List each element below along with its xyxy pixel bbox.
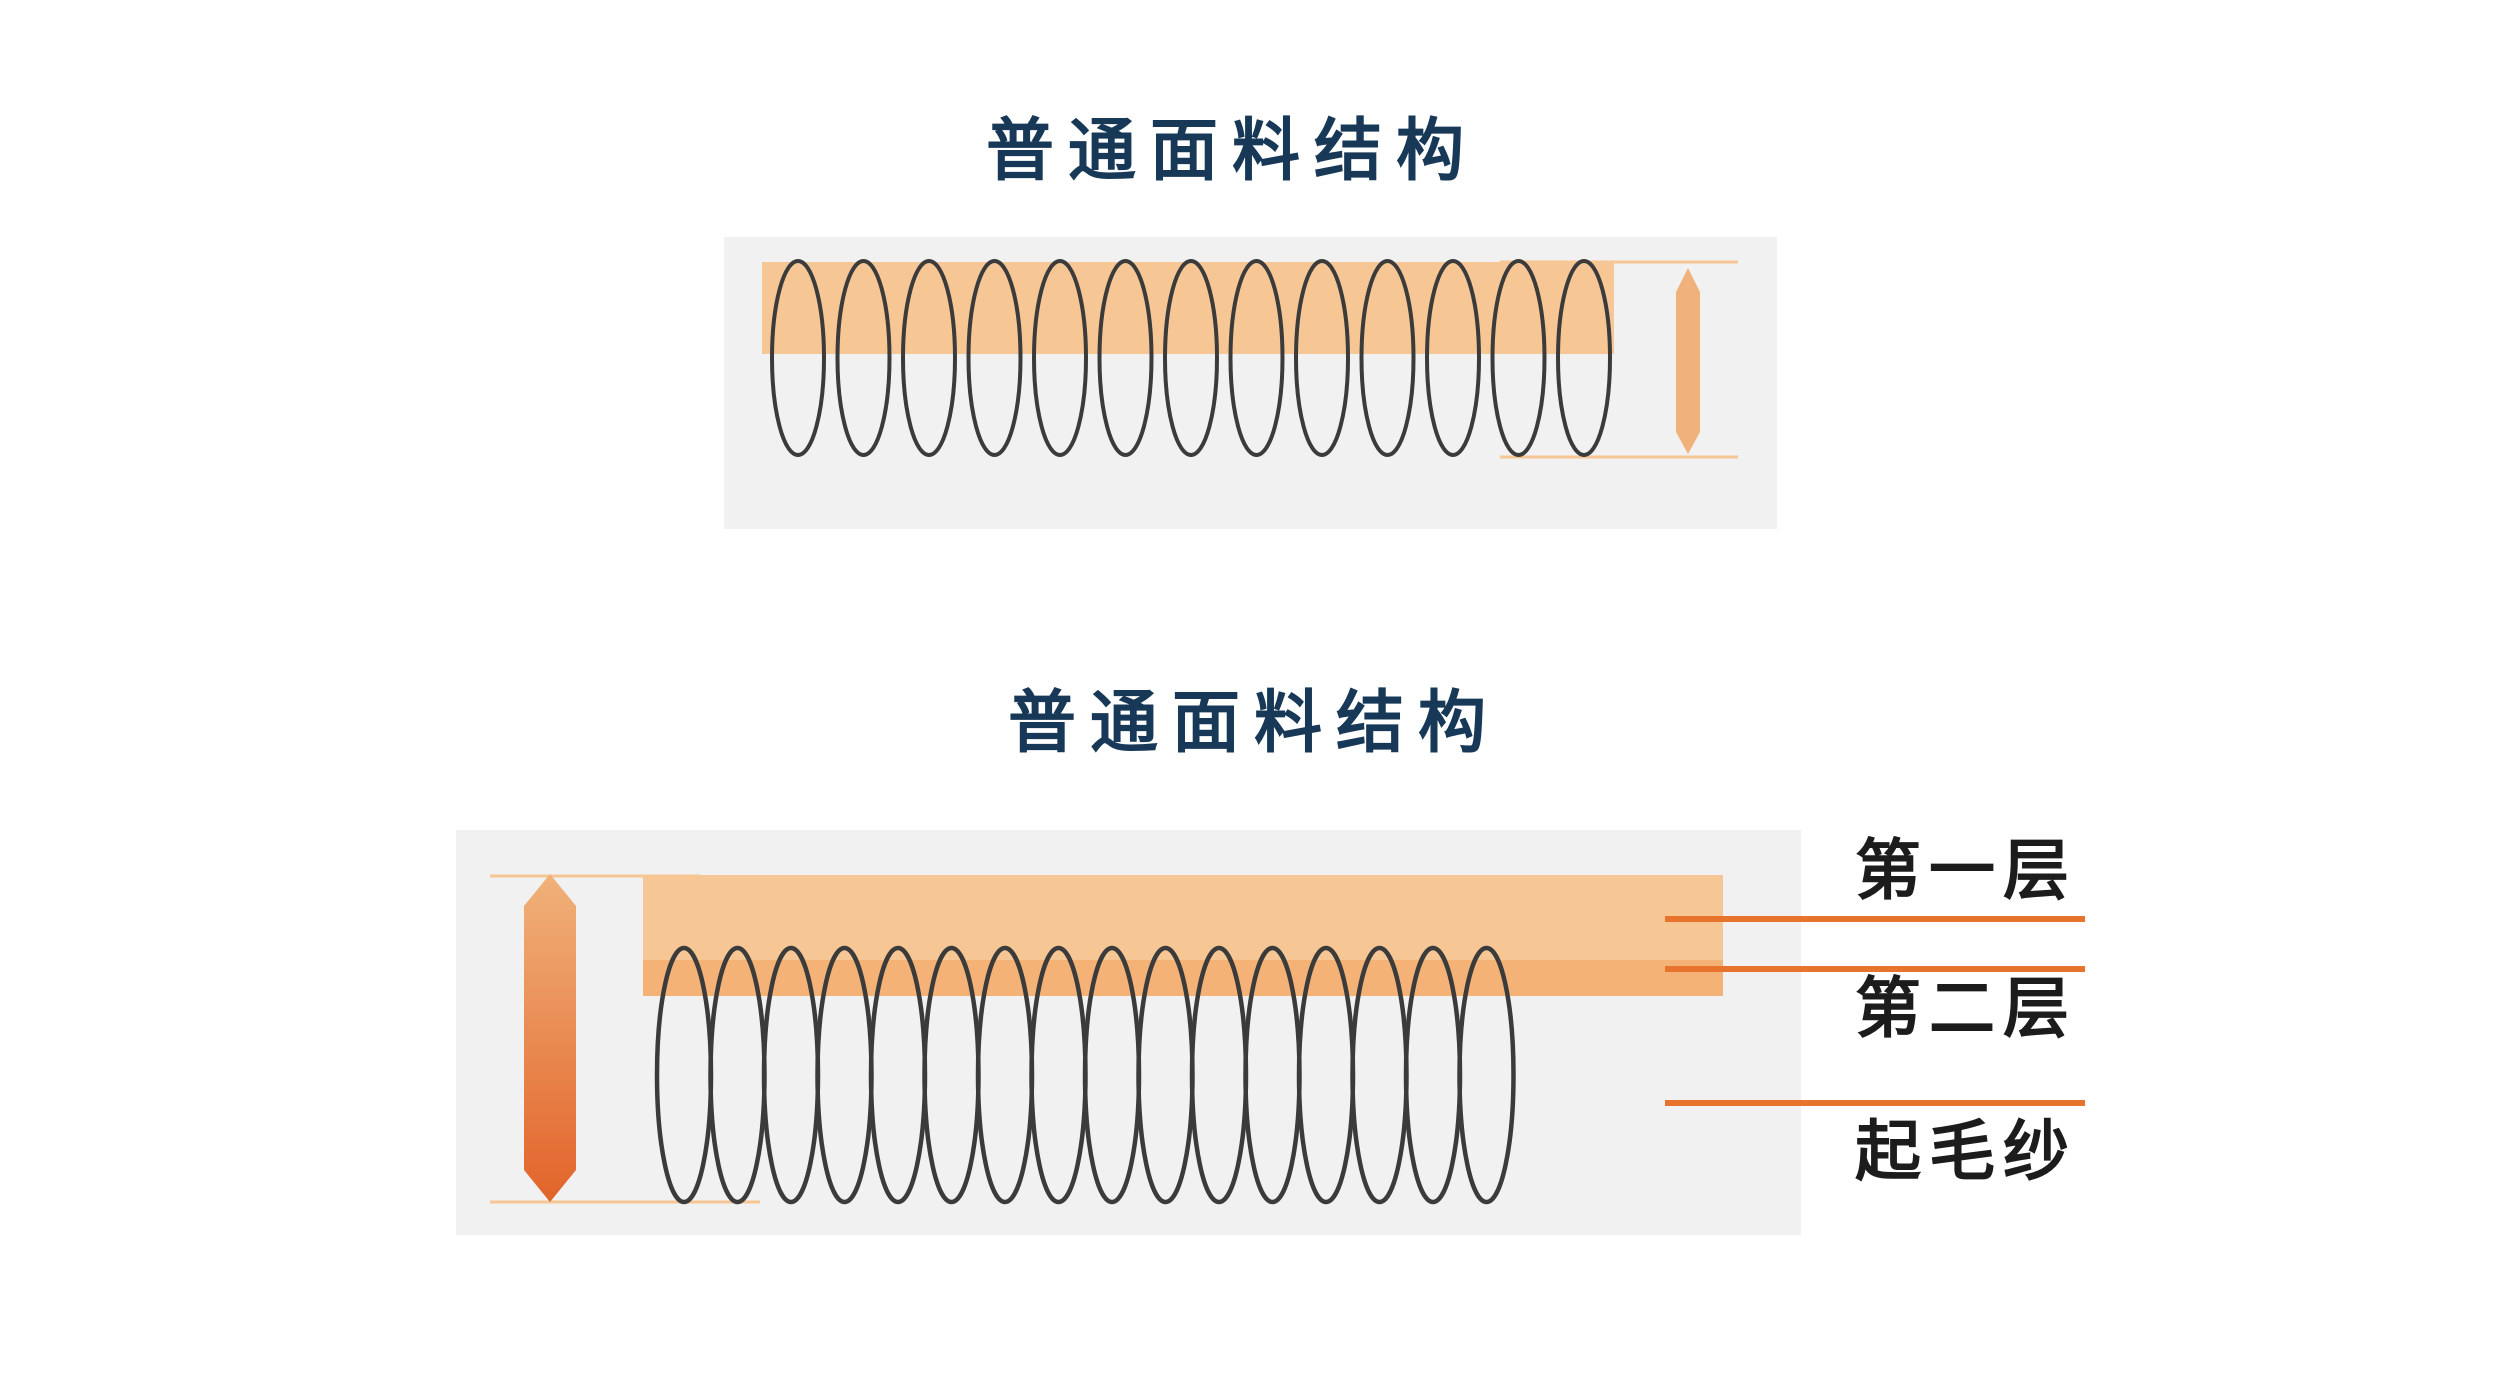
top-diagram-title: 普通面料结构 — [985, 112, 1478, 191]
bottom-thickness-arrow — [524, 874, 576, 1202]
top-loop-9 — [1294, 259, 1350, 457]
top-loop-11 — [1425, 259, 1481, 457]
top-loop-7 — [1163, 259, 1219, 457]
label-second-layer: 第二层 — [1855, 970, 2077, 1047]
bottom-pile-loops — [654, 945, 1516, 1205]
top-loop-2 — [835, 259, 892, 457]
top-loop-3 — [901, 259, 957, 457]
label-pile-yarn: 起毛纱 — [1855, 1113, 2077, 1190]
top-thickness-arrow — [1676, 268, 1700, 454]
top-loop-12 — [1490, 259, 1547, 457]
top-loop-10 — [1359, 259, 1416, 457]
top-loop-8 — [1228, 259, 1285, 457]
top-loop-1 — [770, 259, 826, 457]
top-loop-5 — [1032, 259, 1088, 457]
top-loop-6 — [1097, 259, 1154, 457]
top-pile-loops — [770, 259, 1612, 457]
top-loop-4 — [966, 259, 1023, 457]
label-first-layer: 第一层 — [1855, 832, 2077, 909]
bottom-loop-16 — [1457, 945, 1516, 1205]
bottom-diagram-title: 普通面料结构 — [1007, 684, 1500, 763]
top-loop-13 — [1556, 259, 1612, 457]
